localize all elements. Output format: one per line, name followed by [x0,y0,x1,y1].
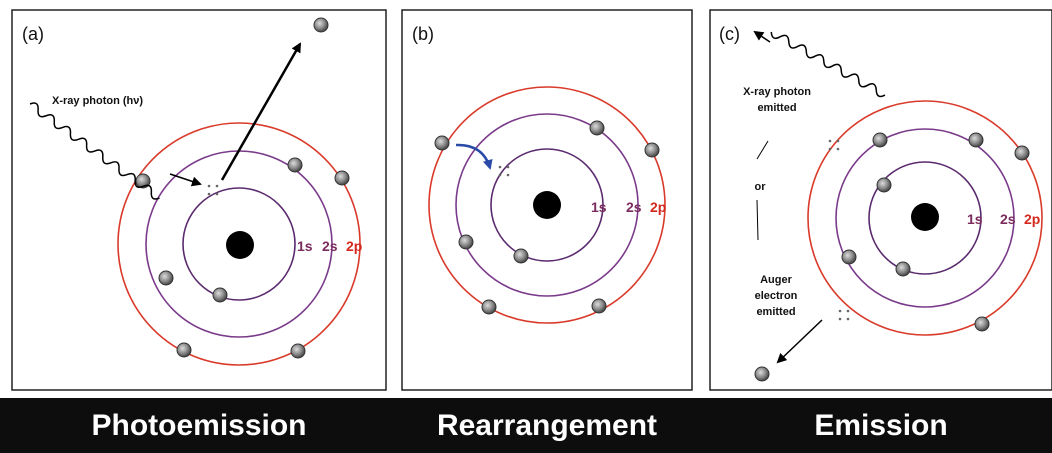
xray-emitted-label-line1: X-ray photon [743,86,811,98]
electron [895,261,911,277]
electron [589,120,605,136]
label-1s: 1s [967,211,983,227]
electron [1014,145,1030,161]
transition-arrow [455,143,493,170]
emitted-xray-arrow [753,30,771,43]
shell-2p [428,86,666,324]
or-label: or [755,181,767,193]
stage-footer-bar: Photoemission Rearrangement Emission [0,398,1052,453]
nucleus [226,231,254,259]
electron [212,287,228,303]
electron [644,142,660,158]
stage-label-photoemission: Photoemission [91,409,307,442]
electrons [434,120,660,315]
panel-c-tag: (c) [719,24,740,44]
electrons [754,132,1030,382]
shell-2s [455,113,639,297]
electron [458,234,474,250]
panel-photoemission: (a) X-ray photon (hν) 1s 2s 2p [11,9,387,391]
shell-1s [182,187,296,301]
electron [334,170,350,186]
emitted-xray-wave [770,31,886,98]
electron [968,132,984,148]
incoming-xray-arrow [169,173,202,187]
panel-c-frame [709,9,1052,391]
electron [290,343,306,359]
label-2p: 2p [650,199,666,215]
xray-emitted-label-line2: emitted [757,102,796,114]
auger-label-line2: electron [755,290,798,302]
auger-ejection-arrow [776,319,823,364]
shell-1s [490,148,604,262]
electron [513,248,529,264]
electron [876,177,892,193]
shell-1s [868,161,982,275]
incoming-xray-wave [29,102,160,200]
xray-photon-label: X-ray photon (hν) [52,95,143,107]
vacancy [498,165,510,177]
shell-2p [117,122,361,366]
electrons [135,17,350,359]
electron [872,132,888,148]
stage-label-rearrangement: Rearrangement [436,409,658,442]
electron [135,173,151,189]
label-1s: 1s [297,238,313,254]
nucleus [911,203,939,231]
connector-upper [756,140,769,160]
electron [158,270,174,286]
panel-emission: (c) X-ray photon emitted or Auger [709,9,1052,391]
shell-2p [807,100,1043,336]
electron [287,157,303,173]
label-2s: 2s [322,238,338,254]
electron [481,299,497,315]
label-2p: 2p [1024,211,1040,227]
label-2s: 2s [1000,211,1016,227]
auger-electron [754,366,770,382]
shell-2s [835,128,1015,308]
ejected-electron [313,17,329,33]
electron [841,249,857,265]
stage-label-emission: Emission [814,409,948,442]
auger-label-line3: emitted [756,306,795,318]
nucleus [533,191,561,219]
electron [591,298,607,314]
panel-rearrangement: (b) 1s 2s 2p [401,9,693,391]
auger-label-line1: Auger [760,274,793,286]
label-2s: 2s [626,199,642,215]
label-1s: 1s [591,199,607,215]
panel-a-frame [11,9,387,391]
panel-a-tag: (a) [22,24,44,44]
vacancy [207,184,219,196]
panel-b-tag: (b) [412,24,434,44]
ejection-arrow [220,42,302,181]
electron [176,342,192,358]
electron [974,316,990,332]
connector-lower [756,199,759,241]
electron [434,135,450,151]
label-2p: 2p [346,238,362,254]
vacancy [828,139,850,321]
